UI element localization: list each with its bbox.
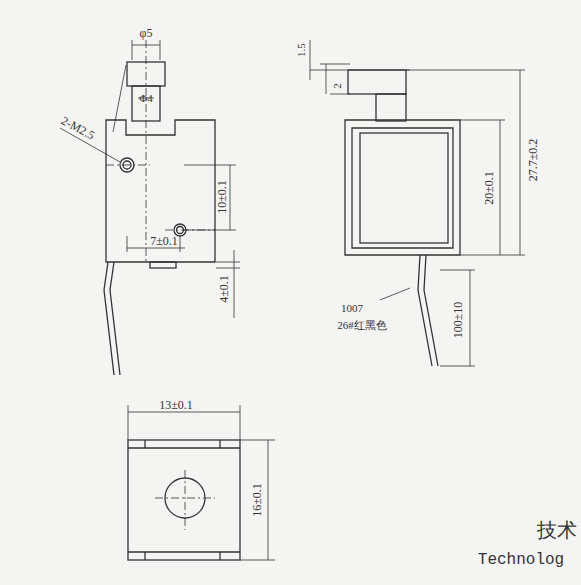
frame-edges <box>128 440 240 560</box>
plunger-cap <box>348 70 406 94</box>
centre-lines <box>155 470 215 530</box>
title-text: 技术 <box>537 520 577 540</box>
frame-plate <box>106 120 215 262</box>
dimension-text: 2 <box>332 83 343 89</box>
dimension-text: 100±10 <box>452 302 464 339</box>
dimension-text: 4±0.1 <box>218 275 230 303</box>
wire-spec: 1007 <box>341 303 363 314</box>
diameter-dim: φ5 <box>140 27 153 39</box>
frame-tab <box>150 262 176 268</box>
coil <box>360 133 448 243</box>
thread-callout: 2-M2.5 <box>59 114 96 141</box>
diameter-dims <box>113 40 160 132</box>
dimension-text: 7±0.1 <box>150 235 178 247</box>
dimension-lines <box>127 165 240 318</box>
dimension-text: 1.5 <box>296 43 307 57</box>
lead-wires <box>104 262 120 375</box>
centre-lines <box>106 40 215 262</box>
frame-bottom <box>128 440 240 560</box>
dimension-lines <box>128 405 275 560</box>
dimension-text: 20±0.1 <box>483 171 495 205</box>
dimension-text: 16±0.1 <box>251 483 263 517</box>
title-text: Technolog <box>478 552 564 568</box>
wire-spec: 26#红黑色 <box>337 320 387 331</box>
dimension-text: 27.7±0.2 <box>527 139 539 182</box>
dimension-text: 13±0.1 <box>159 399 193 411</box>
plunger-stem <box>376 94 406 121</box>
leader-line <box>380 288 410 300</box>
dimension-lines <box>310 40 525 366</box>
diameter-dim: Φ4 <box>139 93 153 104</box>
frame-u <box>345 120 460 255</box>
dimension-text: 10±0.1 <box>216 180 228 214</box>
lead-wires <box>418 255 438 366</box>
